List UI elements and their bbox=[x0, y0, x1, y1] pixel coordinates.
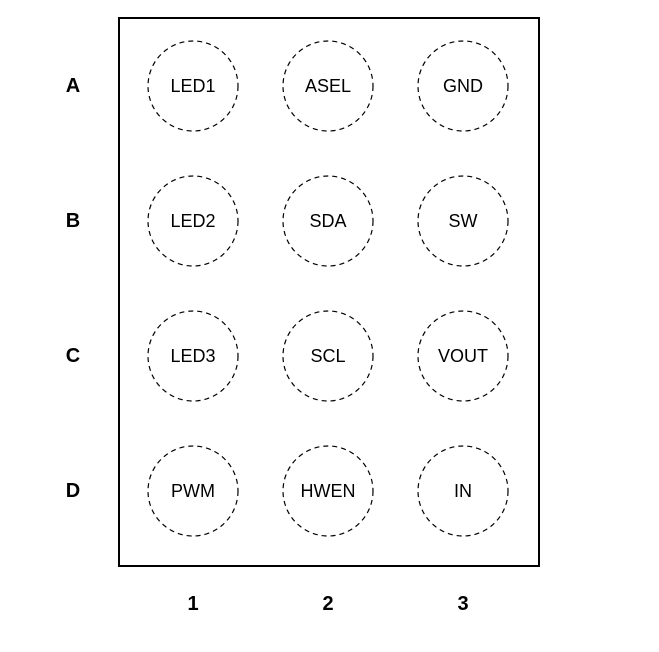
pin-a3: GND bbox=[417, 40, 509, 132]
row-label-c: C bbox=[66, 345, 80, 367]
pin-b2: SDA bbox=[282, 175, 374, 267]
row-label-b: B bbox=[66, 210, 80, 232]
package-outline bbox=[118, 17, 540, 567]
row-label-d: D bbox=[66, 480, 80, 502]
pin-d2: HWEN bbox=[282, 445, 374, 537]
pin-ball-c1 bbox=[147, 310, 239, 402]
row-labels: A B C D bbox=[66, 75, 80, 502]
pin-ball-a2 bbox=[282, 40, 374, 132]
pin-a1: LED1 bbox=[147, 40, 239, 132]
pin-label-a2: ASEL bbox=[305, 76, 351, 96]
pin-ball-b1 bbox=[147, 175, 239, 267]
column-labels: 1 2 3 bbox=[187, 593, 468, 615]
pin-label-c1: LED3 bbox=[170, 346, 215, 366]
pin-ball-b2 bbox=[282, 175, 374, 267]
pin-ball-d3 bbox=[417, 445, 509, 537]
pin-label-d2: HWEN bbox=[301, 481, 356, 501]
pin-c3: VOUT bbox=[417, 310, 509, 402]
pin-ball-d1 bbox=[147, 445, 239, 537]
pin-label-d3: IN bbox=[454, 481, 472, 501]
pin-ball-b3 bbox=[417, 175, 509, 267]
pin-ball-a1 bbox=[147, 40, 239, 132]
pin-label-b2: SDA bbox=[309, 211, 346, 231]
pin-b3: SW bbox=[417, 175, 509, 267]
pin-label-a1: LED1 bbox=[170, 76, 215, 96]
pin-ball-c3 bbox=[417, 310, 509, 402]
pin-label-a3: GND bbox=[443, 76, 483, 96]
pin-ball-c2 bbox=[282, 310, 374, 402]
column-label-1: 1 bbox=[187, 593, 198, 615]
pin-grid: LED1 ASEL GND LED2 SDA SW LED3 SCL VOUT PWM HWEN IN bbox=[147, 40, 509, 537]
pin-d3: IN bbox=[417, 445, 509, 537]
pin-c2: SCL bbox=[282, 310, 374, 402]
pin-label-d1: PWM bbox=[171, 481, 215, 501]
pin-label-b3: SW bbox=[449, 211, 478, 231]
pin-b1: LED2 bbox=[147, 175, 239, 267]
pin-label-c3: VOUT bbox=[438, 346, 488, 366]
pin-d1: PWM bbox=[147, 445, 239, 537]
column-label-2: 2 bbox=[322, 593, 333, 615]
pin-c1: LED3 bbox=[147, 310, 239, 402]
row-label-a: A bbox=[66, 75, 80, 97]
pin-a2: ASEL bbox=[282, 40, 374, 132]
pin-ball-a3 bbox=[417, 40, 509, 132]
pin-label-c2: SCL bbox=[310, 346, 345, 366]
column-label-3: 3 bbox=[457, 593, 468, 615]
pin-label-b1: LED2 bbox=[170, 211, 215, 231]
pin-ball-d2 bbox=[282, 445, 374, 537]
